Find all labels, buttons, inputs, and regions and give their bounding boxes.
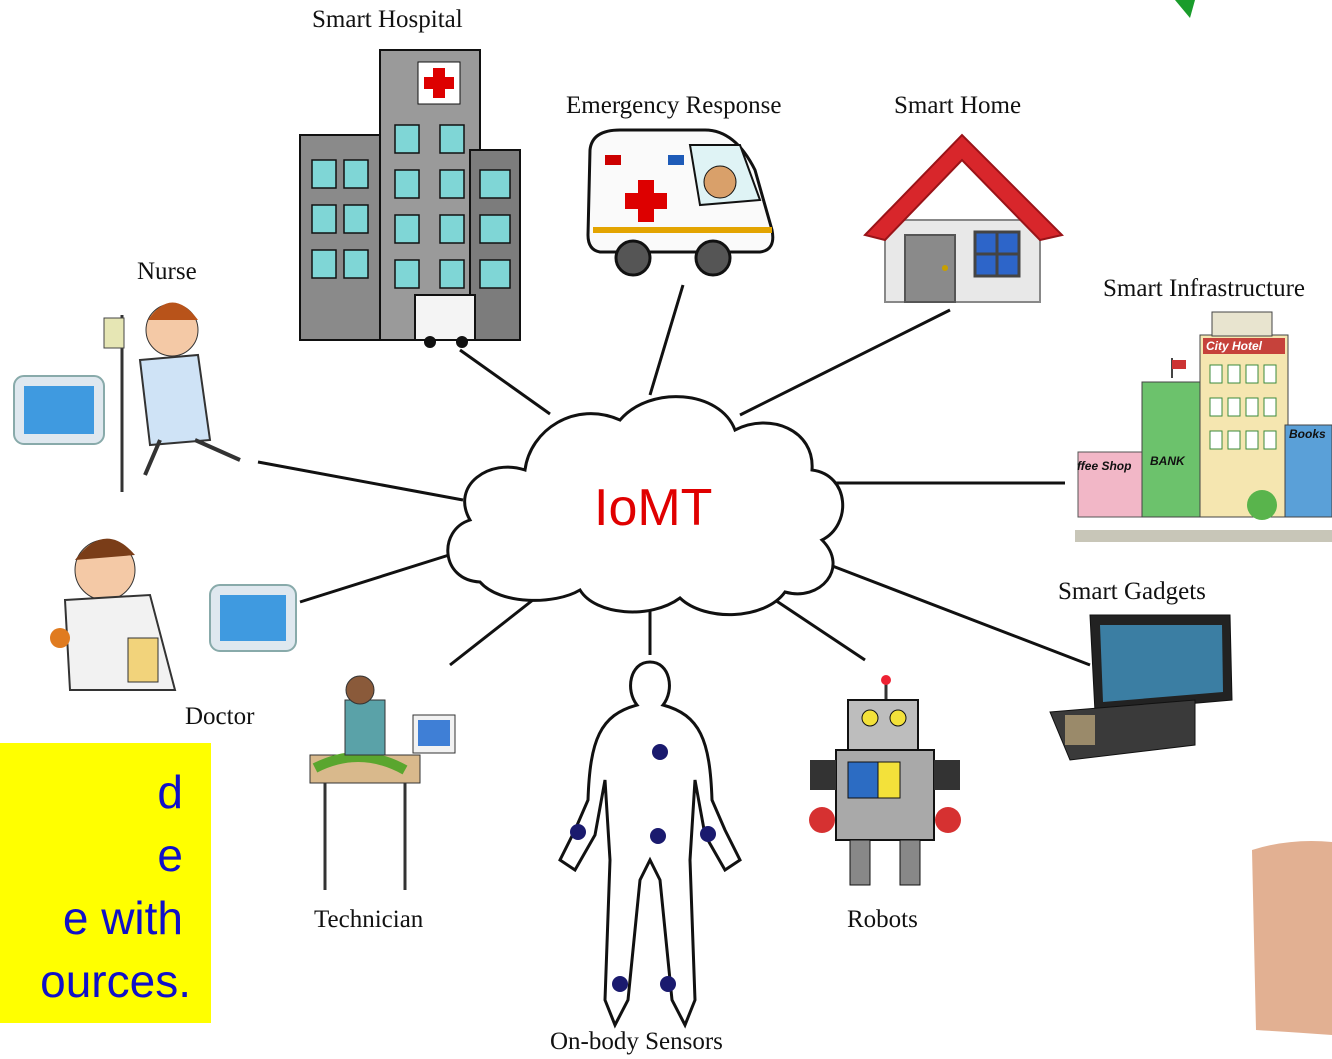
technician-icon [309,675,456,890]
connector-gadgets [821,560,1091,667]
connectors [257,284,1091,667]
nurse-icon [103,302,241,492]
side-text-line: e with [62,892,183,944]
sensor-dot [570,824,586,840]
label-doctor: Doctor [185,703,255,730]
tablet-icon [209,584,297,652]
connector-emergency [648,284,685,396]
smart-hospital-icon [299,49,521,348]
label-emergency-response: Emergency Response [566,92,782,119]
label-smart-hospital: Smart Hospital [312,6,463,33]
iomt-hub-label: IoMT [594,479,713,537]
side-text-line: d [157,766,183,818]
laptop-icon [1049,614,1233,761]
label-technician: Technician [314,906,424,933]
label-nurse: Nurse [137,258,197,285]
side-text-line: ources. [40,955,191,1007]
sensor-dot [652,744,668,760]
connector-doctor [299,548,466,604]
sensor-dot [700,826,716,842]
coffee-sign: ffee Shop [1077,459,1131,473]
hotel-sign: City Hotel [1206,339,1263,353]
cloud-icon [446,395,845,616]
smart-home-icon [863,133,1064,303]
city-buildings-icon: City Hotel BANK Books ffee Shop [1075,311,1332,542]
label-robots: Robots [847,906,918,933]
label-smart-infrastructure: Smart Infrastructure [1103,275,1306,302]
robot-icon [809,675,961,886]
sensor-dot [660,976,676,992]
side-text-line: e [157,829,183,881]
label-on-body-sensors: On-body Sensors [550,1028,723,1055]
connector-nurse [257,460,464,502]
books-sign: Books [1289,427,1326,441]
doctor-icon [50,538,177,691]
label-smart-gadgets: Smart Gadgets [1058,578,1206,605]
arm-photo [1252,841,1332,1035]
label-smart-home: Smart Home [894,92,1022,119]
connector-home [739,308,951,417]
bank-sign: BANK [1150,454,1186,468]
ambulance-icon [586,128,775,277]
highlight-text-box: d e e with ources. [0,743,211,1023]
sensor-dot [612,976,628,992]
human-body-icon [558,660,742,1029]
sensor-dot [650,828,666,844]
tablet-icon [13,375,105,445]
connector-hospital [459,348,551,416]
green-mark [1175,0,1195,18]
connector-robots [774,598,866,662]
